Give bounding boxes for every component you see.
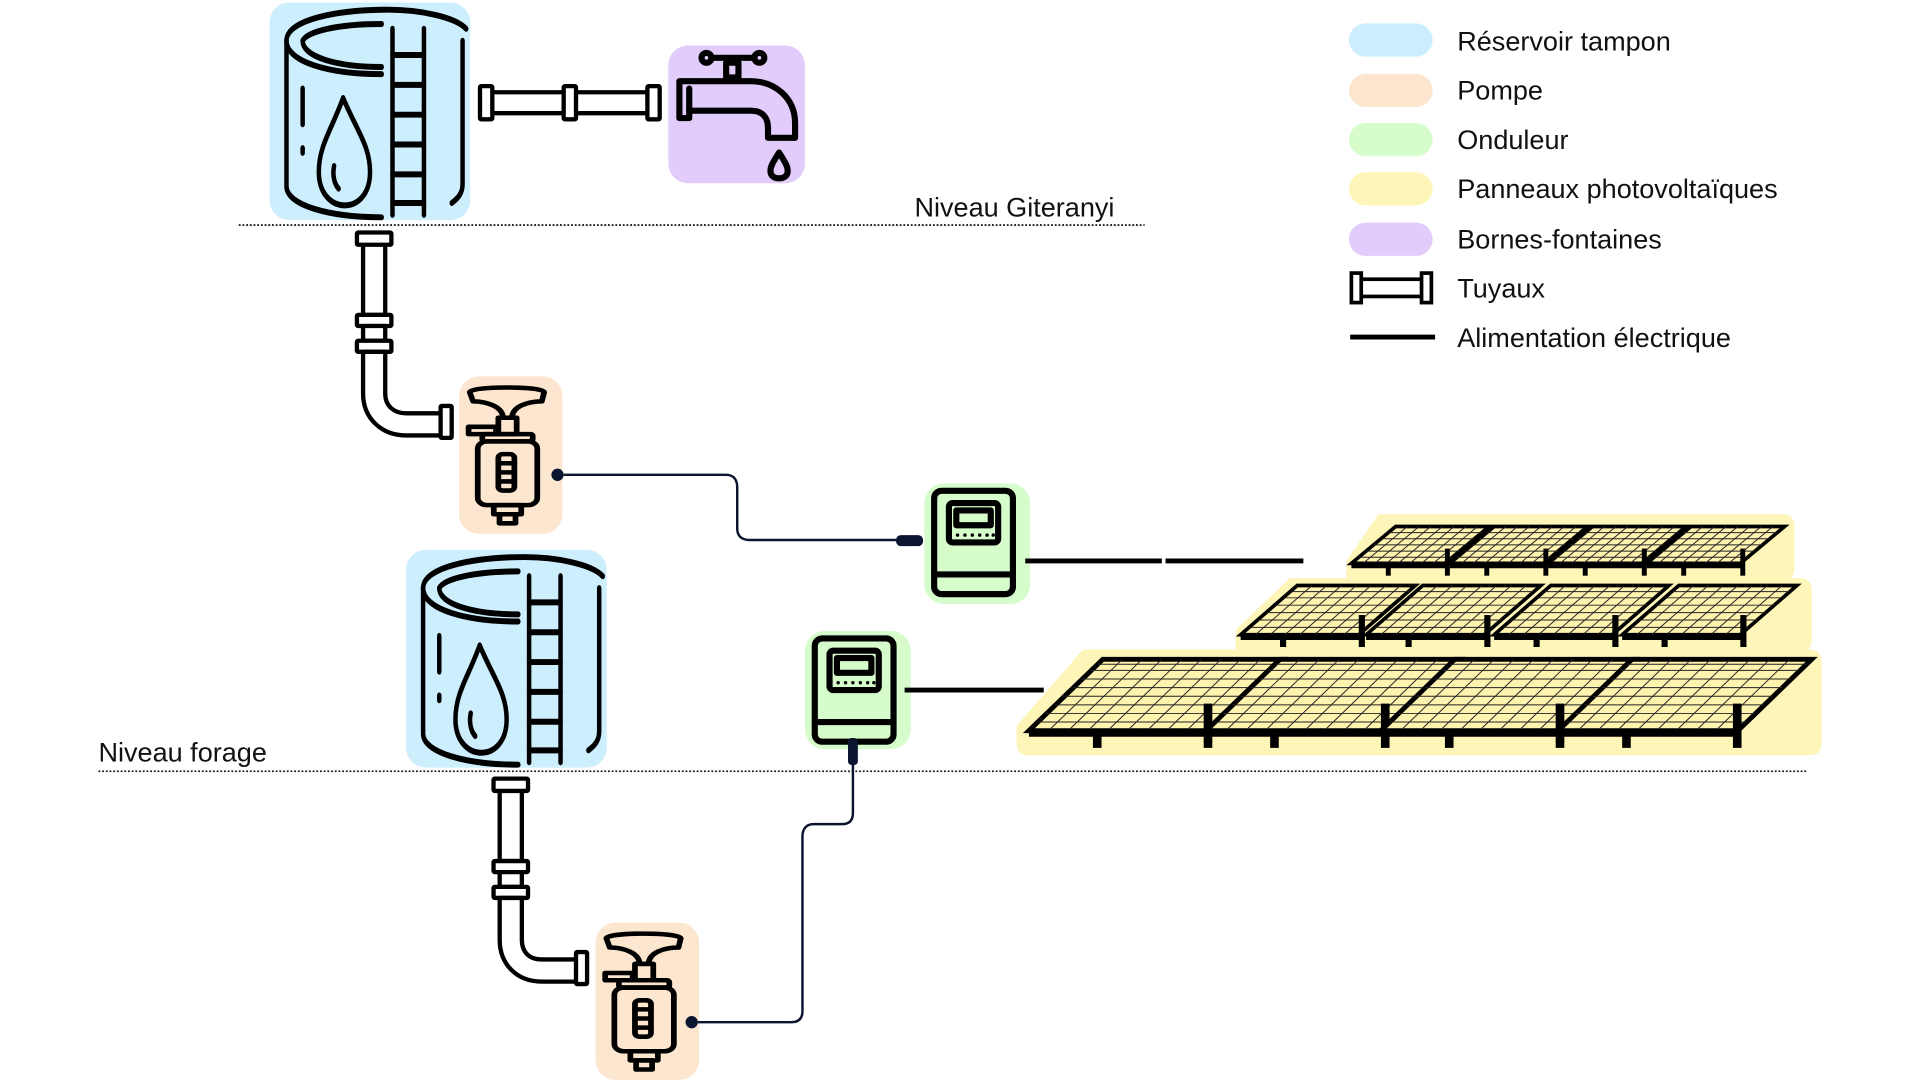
legend-label: Panneaux photovoltaïques (1457, 174, 1777, 204)
swatch-orange-icon (1348, 73, 1433, 108)
legend-item-pump: Pompe (1348, 73, 1543, 108)
legend-item-inverter: Onduleur (1348, 123, 1569, 157)
legend-item-power: Alimentation électrique (1350, 323, 1731, 353)
pipe-to-fountain (477, 83, 662, 122)
legend-label: Bornes-fontaines (1457, 224, 1662, 254)
legend-item-pipes: Tuyaux (1349, 271, 1545, 305)
upper-pump (459, 376, 563, 534)
legend: Réservoir tampon Pompe Onduleur Panneaux… (1348, 23, 1778, 353)
lower-inverter (804, 631, 911, 750)
power-wire-upper (551, 468, 924, 547)
swatch-blue-icon (1348, 23, 1433, 57)
legend-label: Alimentation électrique (1457, 323, 1731, 353)
lower-reservoir (406, 549, 607, 768)
swatch-yellow-icon (1348, 172, 1433, 206)
lower-pump (595, 922, 700, 1080)
pipe-upper (354, 230, 454, 441)
level-label-giteranyi: Niveau Giteranyi (914, 192, 1114, 222)
water-tap-icon (676, 49, 799, 182)
legend-label: Réservoir tampon (1457, 26, 1671, 56)
upper-inverter (924, 483, 1031, 604)
power-wire-lower (685, 738, 858, 1029)
fountain (668, 45, 805, 184)
upper-reservoir (269, 2, 471, 220)
legend-label: Onduleur (1457, 125, 1568, 155)
pipe-icon (1349, 271, 1434, 305)
pipe-lower (491, 776, 590, 987)
level-label-forage: Niveau forage (98, 737, 266, 767)
swatch-green-icon (1348, 123, 1433, 157)
legend-item-solar: Panneaux photovoltaïques (1348, 172, 1778, 206)
legend-label: Tuyaux (1457, 274, 1545, 304)
legend-item-reservoir: Réservoir tampon (1348, 23, 1671, 57)
solar-field (1016, 514, 1822, 756)
swatch-purple-icon (1348, 222, 1433, 256)
legend-label: Pompe (1457, 76, 1543, 106)
legend-item-fountain: Bornes-fontaines (1348, 222, 1662, 256)
